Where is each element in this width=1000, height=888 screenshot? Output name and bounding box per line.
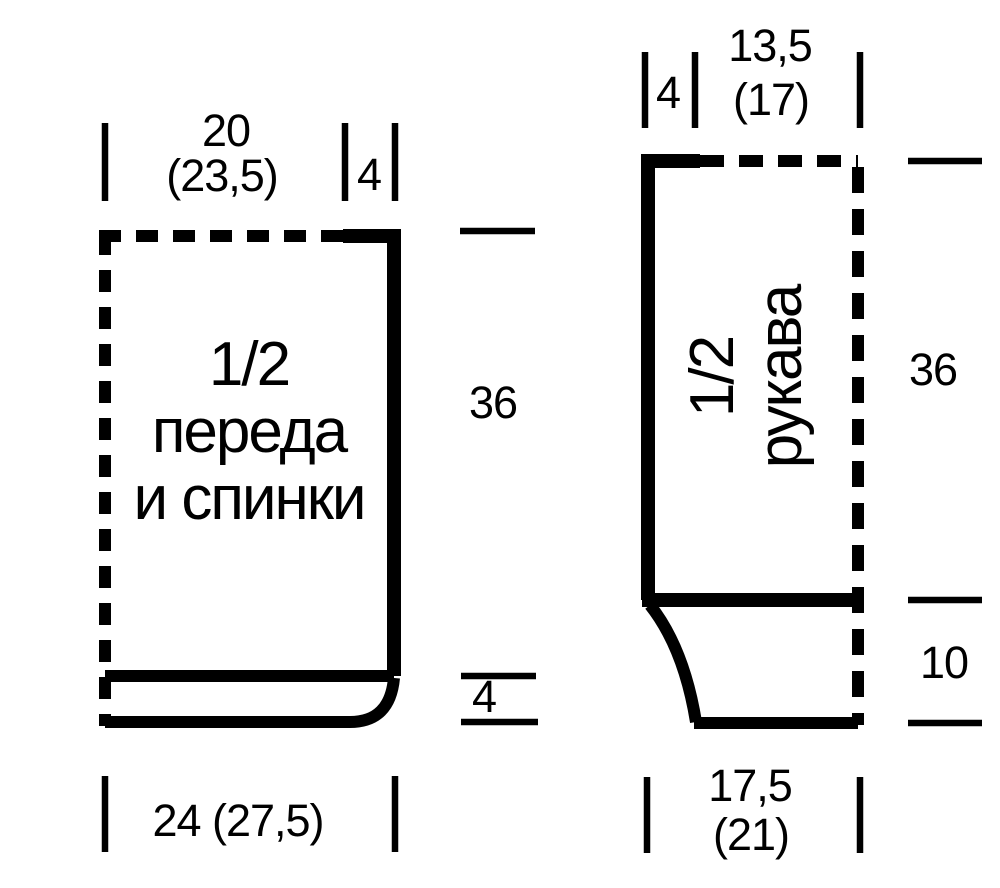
body-rib-height-label: 4 (472, 671, 496, 722)
body-bottom-width-label: 24 (27,5) (152, 795, 323, 846)
sleeve-top-edge-label: 4 (656, 67, 680, 118)
body-piece: 20 (23,5) 4 36 4 24 (27,5) 1/2 переда и … (99, 105, 538, 852)
sleeve-top-width-alt-label: (17) (733, 74, 809, 125)
body-piece-title: 1/2 переда и спинки (133, 330, 366, 533)
body-shoulder-and-side-edge (343, 229, 401, 676)
sleeve-piece-title-line1: 1/2 (678, 337, 747, 417)
sleeve-piece-title-line2: рукава (746, 283, 815, 468)
body-shoulder-label: 4 (357, 149, 381, 200)
sleeve-top-width-label: 13,5 (728, 20, 812, 71)
body-top-width-label: 20 (202, 105, 250, 156)
body-piece-title-line1: 1/2 (209, 330, 289, 399)
body-piece-title-line2: переда (152, 397, 349, 466)
sleeve-piece: 4 13,5 (17) 36 10 17,5 (21) 1/2 рукава (641, 20, 982, 860)
sleeve-bottom-width-alt-label: (21) (713, 809, 789, 860)
body-top-width-alt-label: (23,5) (166, 150, 278, 201)
sleeve-bottom-width-label: 17,5 (708, 760, 792, 811)
sleeve-top-and-left-edge (641, 154, 700, 600)
body-piece-title-line3: и спинки (133, 464, 364, 533)
sleeve-cuff-height-label: 10 (920, 637, 968, 688)
sleeve-side-height-label: 36 (909, 344, 957, 395)
sleeve-cuff-curve (645, 601, 702, 723)
body-side-height-label: 36 (469, 377, 517, 428)
body-bottom-edge-with-curve (105, 677, 400, 728)
sleeve-piece-title: 1/2 рукава (678, 283, 815, 468)
